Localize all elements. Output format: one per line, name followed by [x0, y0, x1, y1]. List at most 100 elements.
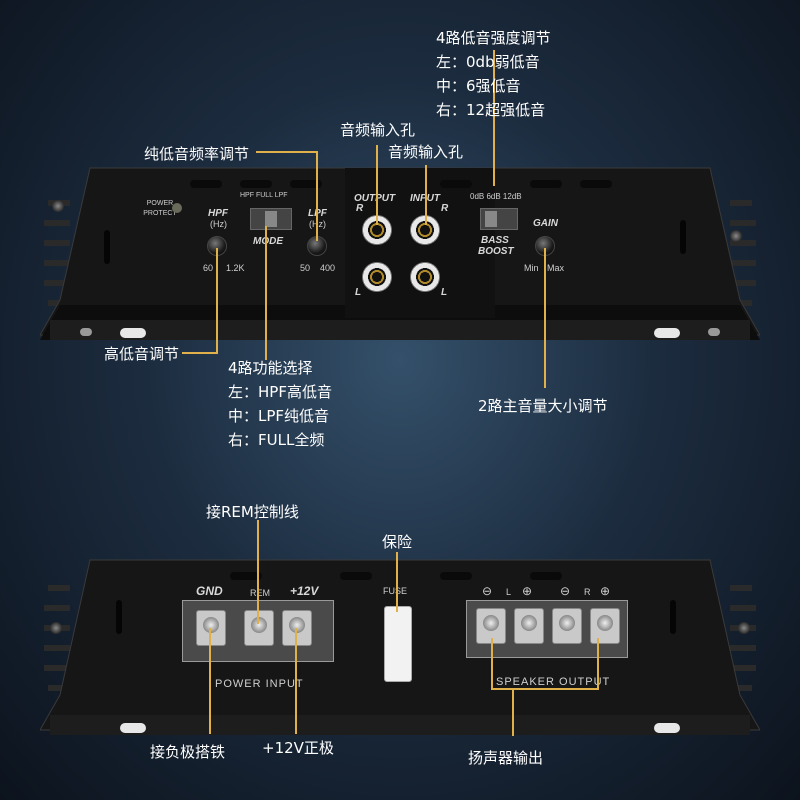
rem-wire-label: 接REM控制线 [206, 503, 299, 521]
input-l-label: L [441, 287, 448, 298]
callout-line [209, 628, 211, 734]
bass-boost-left: 左：0db弱低音 [436, 53, 540, 71]
vent [530, 572, 562, 580]
screw-icon [730, 230, 742, 242]
bass-options-label: 0dB 6dB 12dB [470, 192, 522, 201]
rem-label: REM [250, 588, 270, 598]
gain-label: GAIN [533, 218, 558, 229]
lpf-max-label: 400 [320, 263, 336, 273]
speaker-l-plus-icon: ⊕ [522, 584, 533, 598]
power-protect-label: POWER PROTECT [143, 200, 177, 217]
callout-line [376, 145, 378, 225]
hpf-max-label: 1.2K [226, 263, 245, 273]
bass-boost-switch[interactable] [480, 208, 518, 230]
vent [440, 180, 472, 188]
speaker-l-minus-icon: ⊖ [482, 584, 493, 598]
gain-max-label: Max [547, 263, 565, 273]
bass-boost-switch-handle[interactable] [485, 211, 497, 227]
callout-line [544, 248, 546, 388]
vent [340, 572, 372, 580]
callout-line [425, 165, 427, 225]
vent [190, 180, 222, 188]
vent [230, 572, 262, 580]
speaker-r-plus-icon: ⊕ [600, 584, 611, 598]
fuse-panel-label: FUSE [383, 586, 408, 596]
gnd-label: GND [196, 584, 223, 598]
input-r-label: R [441, 203, 449, 214]
fuse-holder[interactable] [384, 606, 412, 682]
callout-line [256, 151, 318, 153]
vent [240, 180, 272, 188]
rem-terminal[interactable] [244, 610, 274, 646]
mode-right: 右：FULL全频 [228, 431, 325, 449]
callout-line [512, 688, 514, 736]
positive-12v-label: +12V正极 [262, 739, 334, 757]
vent [440, 572, 472, 580]
vent [290, 180, 322, 188]
output-l-label: L [355, 287, 362, 298]
screw-icon [738, 622, 750, 634]
vent [580, 180, 612, 188]
mode-options-label: HPF FULL LPF [240, 192, 288, 199]
lpf-adjust-label: 纯低音频率调节 [144, 145, 250, 163]
callout-line [216, 248, 218, 354]
hpf-label: HPF [208, 208, 228, 219]
callout-line [396, 552, 398, 612]
callout-line [493, 50, 495, 186]
callout-line [597, 638, 599, 688]
vent [530, 180, 562, 188]
mode-mid: 中：LPF纯低音 [228, 407, 330, 425]
hpf-min-label: 60 [203, 263, 214, 273]
gnd-terminal[interactable] [196, 610, 226, 646]
callout-line [182, 352, 218, 354]
side-slot [104, 230, 110, 264]
rca-output-l-jack[interactable] [362, 262, 392, 292]
rca-input-l-jack[interactable] [410, 262, 440, 292]
amplifier-top-chassis [40, 167, 760, 340]
fuse-label: 保险 [382, 533, 413, 551]
callout-line [491, 638, 493, 688]
lpf-min-label: 50 [300, 263, 311, 273]
callout-line [265, 226, 267, 360]
side-slot [670, 600, 676, 634]
ground-label: 接负极搭铁 [150, 743, 226, 761]
audio-input-jack-label: 音频输入孔 [388, 143, 464, 161]
speaker-terminal[interactable] [514, 608, 544, 644]
power-input-label: POWER INPUT [215, 678, 304, 690]
plus12v-label: +12V [290, 584, 319, 598]
hpf-adjust-label: 高低音调节 [104, 345, 180, 363]
screw-icon [52, 200, 64, 212]
bass-boost-title: 4路低音强度调节 [436, 29, 551, 47]
output-label: OUTPUT [354, 193, 396, 204]
plus12v-terminal[interactable] [282, 610, 312, 646]
speaker-output-panel-label: SPEAKER OUTPUT [496, 676, 611, 688]
power-protect-led [172, 203, 182, 213]
gain-min-label: Min [524, 263, 539, 273]
mode-switch[interactable] [250, 208, 292, 230]
side-slot [116, 600, 122, 634]
speaker-output-label: 扬声器输出 [468, 749, 544, 767]
speaker-l-label: L [506, 587, 512, 597]
mode-label: MODE [253, 236, 283, 247]
bass-boost-mid: 中：6强低音 [436, 77, 521, 95]
output-r-label: R [356, 203, 364, 214]
screw-icon [50, 622, 62, 634]
speaker-r-minus-icon: ⊖ [560, 584, 571, 598]
mode-switch-handle[interactable] [265, 211, 277, 227]
callout-line [491, 688, 599, 690]
mode-left: 左：HPF高低音 [228, 383, 332, 401]
speaker-terminal[interactable] [552, 608, 582, 644]
boost-label: BOOST [478, 246, 514, 257]
callout-line [257, 520, 259, 624]
bass-label: BASS [481, 235, 509, 246]
callout-line [316, 151, 318, 241]
audio-output-jack-label: 音频输入孔 [340, 121, 416, 139]
bass-boost-right: 右：12超强低音 [436, 101, 546, 119]
callout-line [295, 628, 297, 734]
speaker-terminal[interactable] [590, 608, 620, 644]
mode-title: 4路功能选择 [228, 359, 313, 377]
side-slot [680, 220, 686, 254]
speaker-r-label: R [584, 587, 591, 597]
hpf-unit: (Hz) [210, 219, 227, 229]
